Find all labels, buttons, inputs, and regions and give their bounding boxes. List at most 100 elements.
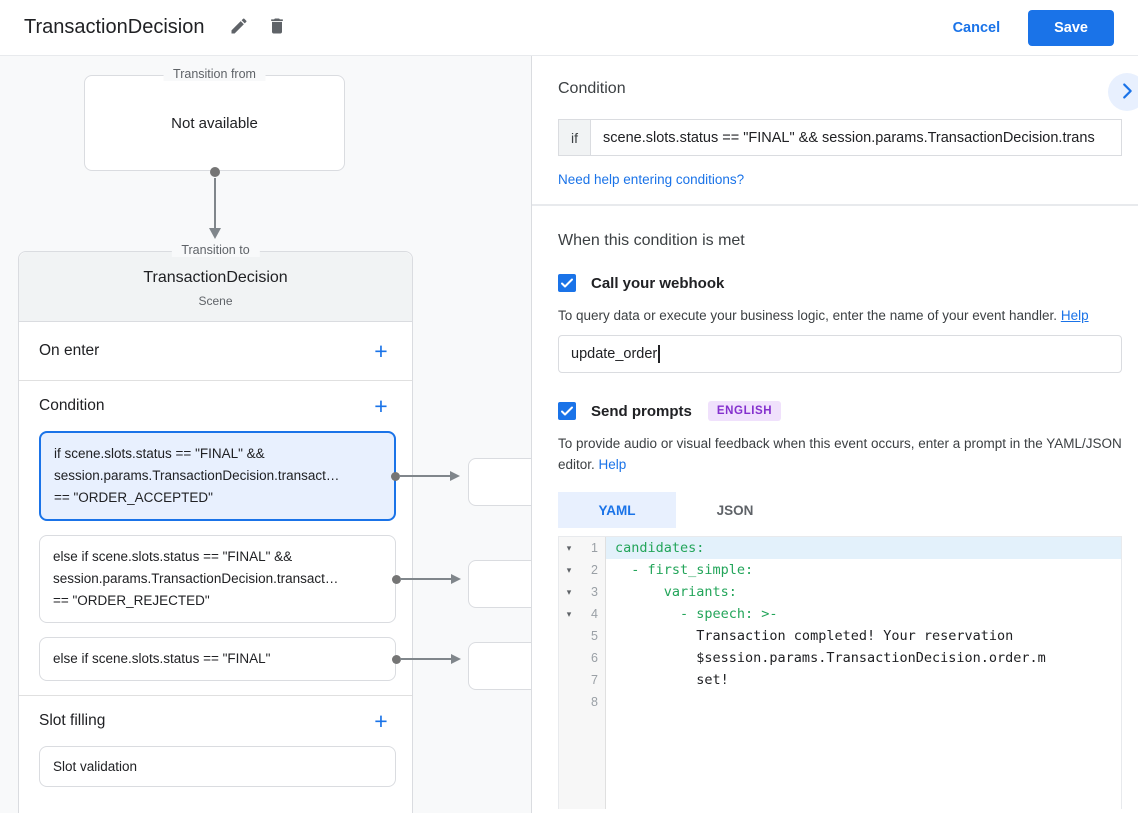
fold-arrow-icon[interactable]: ▾ bbox=[559, 537, 579, 559]
scene-title: TransactionDecision bbox=[143, 269, 288, 286]
code-text: variants: bbox=[615, 584, 737, 600]
section-divider bbox=[532, 204, 1138, 206]
line-number: 3 bbox=[579, 581, 606, 603]
slot-filling-section: Slot filling + Slot validation bbox=[19, 695, 412, 787]
code-text: $session.params.TransactionDecision.orde… bbox=[615, 650, 1046, 666]
arrowhead-icon bbox=[450, 471, 460, 481]
trash-icon bbox=[267, 16, 287, 39]
code-text: - first_simple: bbox=[615, 562, 754, 578]
chevron-right-icon bbox=[1116, 80, 1138, 105]
editor-line: ▾ 1 candidates: bbox=[559, 537, 1121, 559]
collapse-panel-button[interactable] bbox=[1108, 73, 1138, 111]
editor-line: 8 bbox=[559, 691, 1121, 713]
transition-target-node[interactable] bbox=[468, 458, 531, 506]
transition-from-label: Transition from bbox=[163, 67, 266, 81]
send-prompts-checkbox[interactable] bbox=[558, 402, 576, 420]
code-text bbox=[606, 691, 1121, 713]
webhook-description-text: To query data or execute your business l… bbox=[558, 308, 1058, 323]
call-webhook-label: Call your webhook bbox=[591, 274, 725, 292]
tab-json[interactable]: JSON bbox=[716, 502, 754, 518]
line-number: 1 bbox=[579, 537, 606, 559]
condition-expression-row: if scene.slots.status == "FINAL" && sess… bbox=[558, 119, 1122, 156]
arrowhead-icon bbox=[451, 654, 461, 664]
line-number: 6 bbox=[579, 647, 606, 669]
code-text: - speech: >- bbox=[615, 606, 778, 622]
fold-arrow-icon[interactable]: ▾ bbox=[559, 559, 579, 581]
webhook-help-link[interactable]: Help bbox=[1060, 308, 1089, 323]
connector-dot bbox=[210, 167, 220, 177]
delete-button[interactable] bbox=[260, 11, 294, 45]
prompts-description: To provide audio or visual feedback when… bbox=[558, 433, 1122, 475]
transition-target-node[interactable] bbox=[468, 560, 531, 608]
event-handler-input[interactable]: update_order bbox=[558, 335, 1122, 373]
if-prefix-label: if bbox=[558, 119, 590, 156]
line-number: 7 bbox=[579, 669, 606, 691]
condition-card-accepted[interactable]: if scene.slots.status == "FINAL" && sess… bbox=[39, 431, 460, 521]
plus-icon: + bbox=[374, 393, 388, 419]
prompt-code-editor[interactable]: ▾ 1 candidates: ▾ 2 - first_simple: ▾ 3 … bbox=[558, 536, 1122, 809]
on-enter-section: On enter + bbox=[19, 322, 412, 381]
fold-arrow-icon[interactable]: ▾ bbox=[559, 581, 579, 603]
editor-line: 6 $session.params.TransactionDecision.or… bbox=[559, 647, 1121, 669]
connector-line bbox=[214, 178, 216, 228]
fold-arrow-icon[interactable]: ▾ bbox=[559, 603, 579, 625]
connector-line bbox=[400, 658, 452, 660]
code-text: set! bbox=[615, 672, 729, 688]
checkmark-icon bbox=[561, 406, 573, 416]
transition-target-node[interactable] bbox=[468, 642, 531, 690]
save-button[interactable]: Save bbox=[1028, 9, 1114, 46]
when-condition-met-title: When this condition is met bbox=[558, 232, 745, 249]
condition-text-line: else if scene.slots.status == "FINAL" && bbox=[53, 549, 293, 564]
fold-gutter bbox=[559, 625, 579, 647]
condition-card-rejected[interactable]: else if scene.slots.status == "FINAL" &&… bbox=[39, 535, 461, 623]
transition-from-content: Not available bbox=[171, 114, 258, 132]
on-enter-label: On enter bbox=[39, 342, 100, 359]
code-text: candidates: bbox=[606, 537, 1121, 559]
scene-flow-canvas: Transition from Not available Transition… bbox=[0, 56, 532, 813]
cancel-button[interactable]: Cancel bbox=[952, 19, 1001, 36]
connector-dot bbox=[391, 471, 400, 481]
line-number: 2 bbox=[579, 559, 606, 581]
edit-button[interactable] bbox=[222, 11, 256, 45]
transition-to-label: Transition to bbox=[171, 243, 260, 257]
add-slot-button[interactable]: + bbox=[364, 704, 398, 738]
call-webhook-checkbox[interactable] bbox=[558, 274, 576, 292]
pencil-icon bbox=[229, 16, 249, 39]
connector-line bbox=[399, 475, 451, 477]
editor-line: ▾ 2 - first_simple: bbox=[559, 559, 1121, 581]
editor-format-tabs: YAML JSON bbox=[558, 492, 1122, 528]
fold-gutter bbox=[559, 691, 579, 713]
condition-help-link[interactable]: Need help entering conditions? bbox=[558, 172, 745, 187]
plus-icon: + bbox=[374, 708, 388, 734]
plus-icon: + bbox=[374, 338, 388, 364]
condition-text-line: == "ORDER_REJECTED" bbox=[53, 593, 210, 608]
line-number: 8 bbox=[579, 691, 606, 713]
add-condition-button[interactable]: + bbox=[364, 389, 398, 423]
condition-text-line: session.params.TransactionDecision.trans… bbox=[53, 571, 339, 586]
send-prompts-label: Send prompts bbox=[591, 402, 692, 420]
prompts-help-link[interactable]: Help bbox=[598, 457, 627, 472]
editor-empty-area bbox=[559, 713, 1121, 809]
condition-card-final[interactable]: else if scene.slots.status == "FINAL" bbox=[39, 637, 461, 681]
prompts-description-text: To provide audio or visual feedback when… bbox=[558, 436, 1122, 472]
arrowhead-icon bbox=[451, 574, 461, 584]
connector-line bbox=[400, 578, 452, 580]
panel-title: Condition bbox=[558, 80, 626, 97]
condition-expression-input[interactable]: scene.slots.status == "FINAL" && session… bbox=[590, 119, 1122, 156]
tab-yaml[interactable]: YAML bbox=[558, 492, 676, 528]
editor-line: 7 set! bbox=[559, 669, 1121, 691]
scene-subtitle: Scene bbox=[198, 294, 233, 308]
condition-text-line: session.params.TransactionDecision.trans… bbox=[54, 468, 340, 483]
page-title: TransactionDecision bbox=[24, 16, 205, 38]
add-on-enter-button[interactable]: + bbox=[364, 334, 398, 368]
condition-section-header: Condition + bbox=[19, 381, 412, 431]
condition-text-line: == "ORDER_ACCEPTED" bbox=[54, 490, 213, 505]
fold-gutter bbox=[559, 669, 579, 691]
slot-validation-card[interactable]: Slot validation bbox=[39, 746, 396, 787]
condition-text-line: else if scene.slots.status == "FINAL" bbox=[53, 651, 271, 666]
condition-text-line: if scene.slots.status == "FINAL" && bbox=[54, 446, 265, 461]
editor-line: 5 Transaction completed! Your reservatio… bbox=[559, 625, 1121, 647]
send-prompts-row: Send prompts ENGLISH bbox=[558, 401, 1122, 421]
connector-dot bbox=[392, 574, 401, 584]
text-cursor bbox=[658, 345, 660, 363]
